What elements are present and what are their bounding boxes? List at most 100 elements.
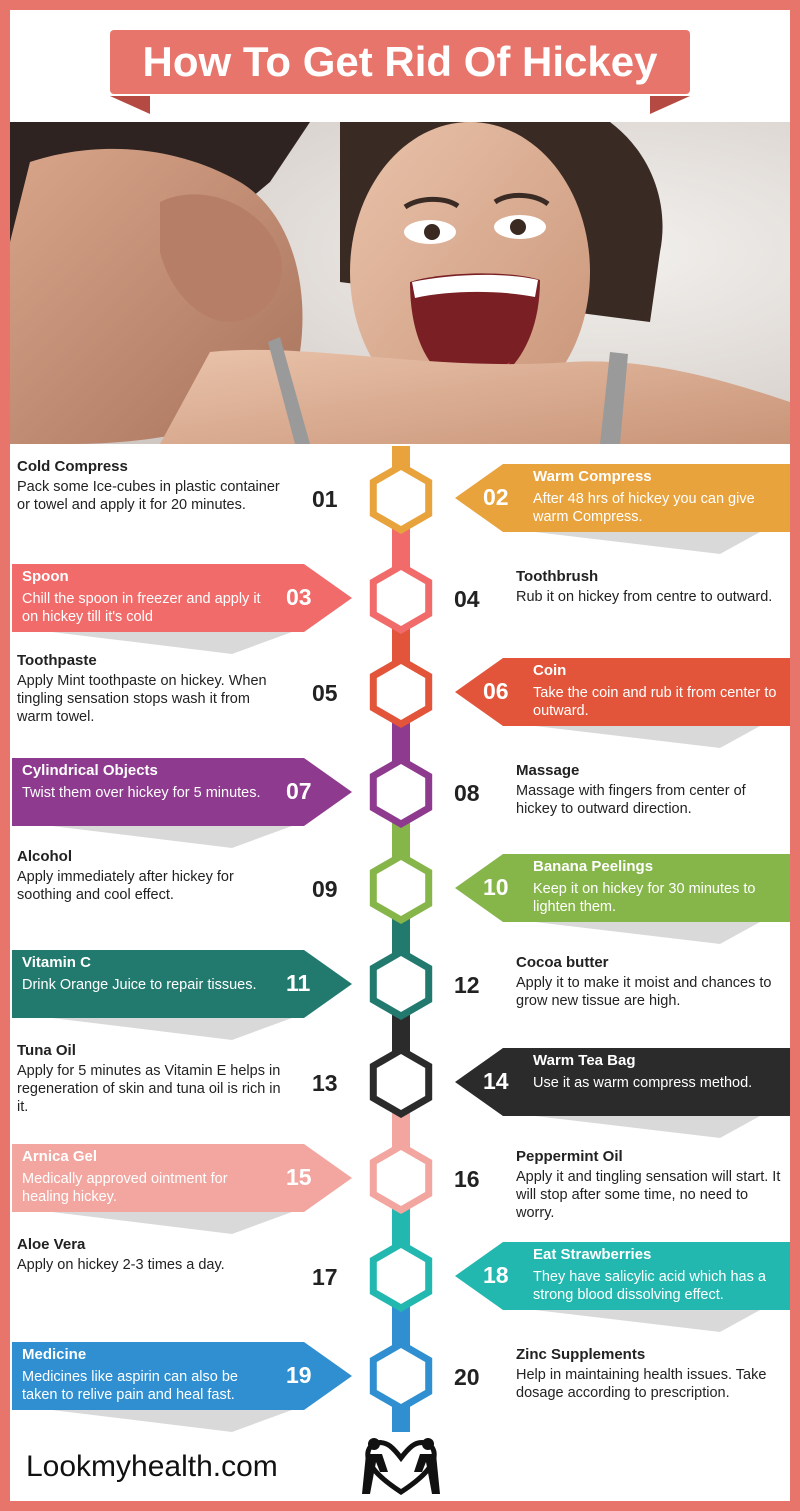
tip-title: Spoon bbox=[22, 568, 69, 585]
tip-description: Massage with fingers from center of hick… bbox=[516, 783, 746, 817]
tip-description: Apply Mint toothpaste on hickey. When ti… bbox=[17, 673, 267, 725]
tip-number: 12 bbox=[454, 972, 480, 998]
tip-description: Apply on hickey 2-3 times a day. bbox=[17, 1257, 225, 1273]
tip-title: Toothbrush bbox=[516, 568, 599, 585]
tip-title: Cold Compress bbox=[17, 458, 128, 475]
tip-title: Massage bbox=[516, 762, 580, 779]
tip-number: 03 bbox=[286, 584, 312, 610]
tip-description: Take the coin and rub it from center to … bbox=[533, 685, 777, 719]
tip-card-arrow bbox=[12, 950, 352, 1018]
tip-card-arrow bbox=[455, 854, 790, 922]
hexagon-icon bbox=[369, 461, 433, 535]
tip-title: Eat Strawberries bbox=[533, 1246, 652, 1263]
tip-title: Cylindrical Objects bbox=[22, 762, 158, 779]
tip-number: 07 bbox=[286, 778, 312, 804]
tip-description: Apply it to make it moist and chances to… bbox=[516, 975, 772, 1009]
heart-people-logo-icon bbox=[362, 1438, 440, 1495]
tip-card-shadow bbox=[535, 532, 760, 554]
tip-card-shadow bbox=[535, 1310, 760, 1332]
tip-title: Vitamin C bbox=[22, 954, 91, 971]
tip-card-shadow bbox=[52, 1018, 292, 1040]
hexagon-icon bbox=[369, 1045, 433, 1119]
tip-card-shadow bbox=[535, 726, 760, 748]
tip-description: Use it as warm compress method. bbox=[533, 1075, 753, 1091]
tip-description: Rub it on hickey from centre to outward. bbox=[516, 589, 773, 605]
hexagon-icon bbox=[369, 1339, 433, 1413]
tip-card-shadow bbox=[52, 1410, 292, 1432]
tip-number: 08 bbox=[454, 780, 480, 806]
tip-title: Aloe Vera bbox=[17, 1236, 86, 1253]
tip-title: Alcohol bbox=[17, 848, 72, 865]
tip-card-shadow bbox=[535, 1116, 760, 1138]
tip-number: 02 bbox=[483, 484, 509, 510]
tip-title: Toothpaste bbox=[17, 652, 97, 669]
tip-card-arrow bbox=[12, 758, 352, 826]
tip-description: Apply for 5 minutes as Vitamin E helps i… bbox=[17, 1063, 281, 1115]
tip-title: Warm Compress bbox=[533, 468, 652, 485]
tip-number: 11 bbox=[286, 970, 311, 996]
brand-name: Lookmyhealth.com bbox=[26, 1450, 278, 1483]
hexagon-icon bbox=[369, 1141, 433, 1215]
tip-card-shadow bbox=[52, 826, 292, 848]
hexagon-icon bbox=[369, 755, 433, 829]
tip-title: Arnica Gel bbox=[22, 1148, 98, 1165]
hexagon-icon bbox=[369, 947, 433, 1021]
tip-title: Coin bbox=[533, 662, 567, 679]
tip-number: 13 bbox=[312, 1070, 338, 1096]
tip-title: Tuna Oil bbox=[17, 1042, 76, 1059]
tip-description: Medically approved ointment for healing … bbox=[22, 1171, 228, 1205]
tip-number: 20 bbox=[454, 1364, 480, 1390]
tip-card-arrow bbox=[455, 658, 790, 726]
tip-number: 01 bbox=[312, 486, 338, 512]
tip-description: Drink Orange Juice to repair tissues. bbox=[22, 977, 257, 993]
tip-card-shadow bbox=[52, 1212, 292, 1234]
tip-card-arrow bbox=[12, 564, 352, 632]
tip-description: Keep it on hickey for 30 minutes to ligh… bbox=[533, 881, 756, 915]
tip-number: 18 bbox=[483, 1262, 509, 1288]
hexagon-icon bbox=[369, 851, 433, 925]
tip-description: Chill the spoon in freezer and apply it … bbox=[22, 591, 261, 625]
tip-number: 05 bbox=[312, 680, 338, 706]
tip-title: Banana Peelings bbox=[533, 858, 654, 875]
tip-description: Apply immediately after hickey for sooth… bbox=[17, 869, 234, 903]
tip-description: After 48 hrs of hickey you can give warm… bbox=[533, 491, 755, 525]
tip-number: 06 bbox=[483, 678, 509, 704]
tip-number: 09 bbox=[312, 876, 338, 902]
tip-number: 16 bbox=[454, 1166, 480, 1192]
tip-description: Pack some Ice-cubes in plastic container… bbox=[17, 479, 280, 513]
tip-title: Warm Tea Bag bbox=[533, 1052, 636, 1069]
tip-card-arrow bbox=[455, 1048, 790, 1116]
couple-photo-illustration bbox=[10, 122, 790, 444]
tip-card-shadow bbox=[52, 632, 292, 654]
hexagon-icon bbox=[369, 561, 433, 635]
tip-card-arrow bbox=[455, 464, 790, 532]
tip-card-shadow bbox=[535, 922, 760, 944]
tip-card-arrow bbox=[12, 1144, 352, 1212]
tip-number: 17 bbox=[312, 1264, 338, 1290]
tip-title: Zinc Supplements bbox=[516, 1346, 646, 1363]
tip-description: Twist them over hickey for 5 minutes. bbox=[22, 785, 261, 801]
tip-title: Peppermint Oil bbox=[516, 1148, 623, 1165]
tip-title: Medicine bbox=[22, 1346, 87, 1363]
page-title: How To Get Rid Of Hickey bbox=[142, 38, 658, 85]
hexagon-icon bbox=[369, 655, 433, 729]
tip-title: Cocoa butter bbox=[516, 954, 609, 971]
title-banner bbox=[110, 30, 690, 94]
banner-ribbon-right bbox=[650, 96, 690, 114]
tip-card-arrow bbox=[12, 1342, 352, 1410]
tip-number: 19 bbox=[286, 1362, 312, 1388]
tip-number: 10 bbox=[483, 874, 509, 900]
tip-number: 04 bbox=[454, 586, 480, 612]
tip-description: Medicines like aspirin can also be taken… bbox=[22, 1369, 238, 1403]
tip-description: Help in maintaining health issues. Take … bbox=[516, 1367, 767, 1401]
tip-number: 15 bbox=[286, 1164, 312, 1190]
hexagon-icon bbox=[369, 1239, 433, 1313]
couple-photo bbox=[10, 122, 790, 444]
tip-number: 14 bbox=[483, 1068, 509, 1094]
tip-description: Apply it and tingling sensation will sta… bbox=[516, 1169, 781, 1221]
tip-card-arrow bbox=[455, 1242, 790, 1310]
banner-ribbon-left bbox=[110, 96, 150, 114]
tip-description: They have salicylic acid which has a str… bbox=[533, 1269, 766, 1303]
